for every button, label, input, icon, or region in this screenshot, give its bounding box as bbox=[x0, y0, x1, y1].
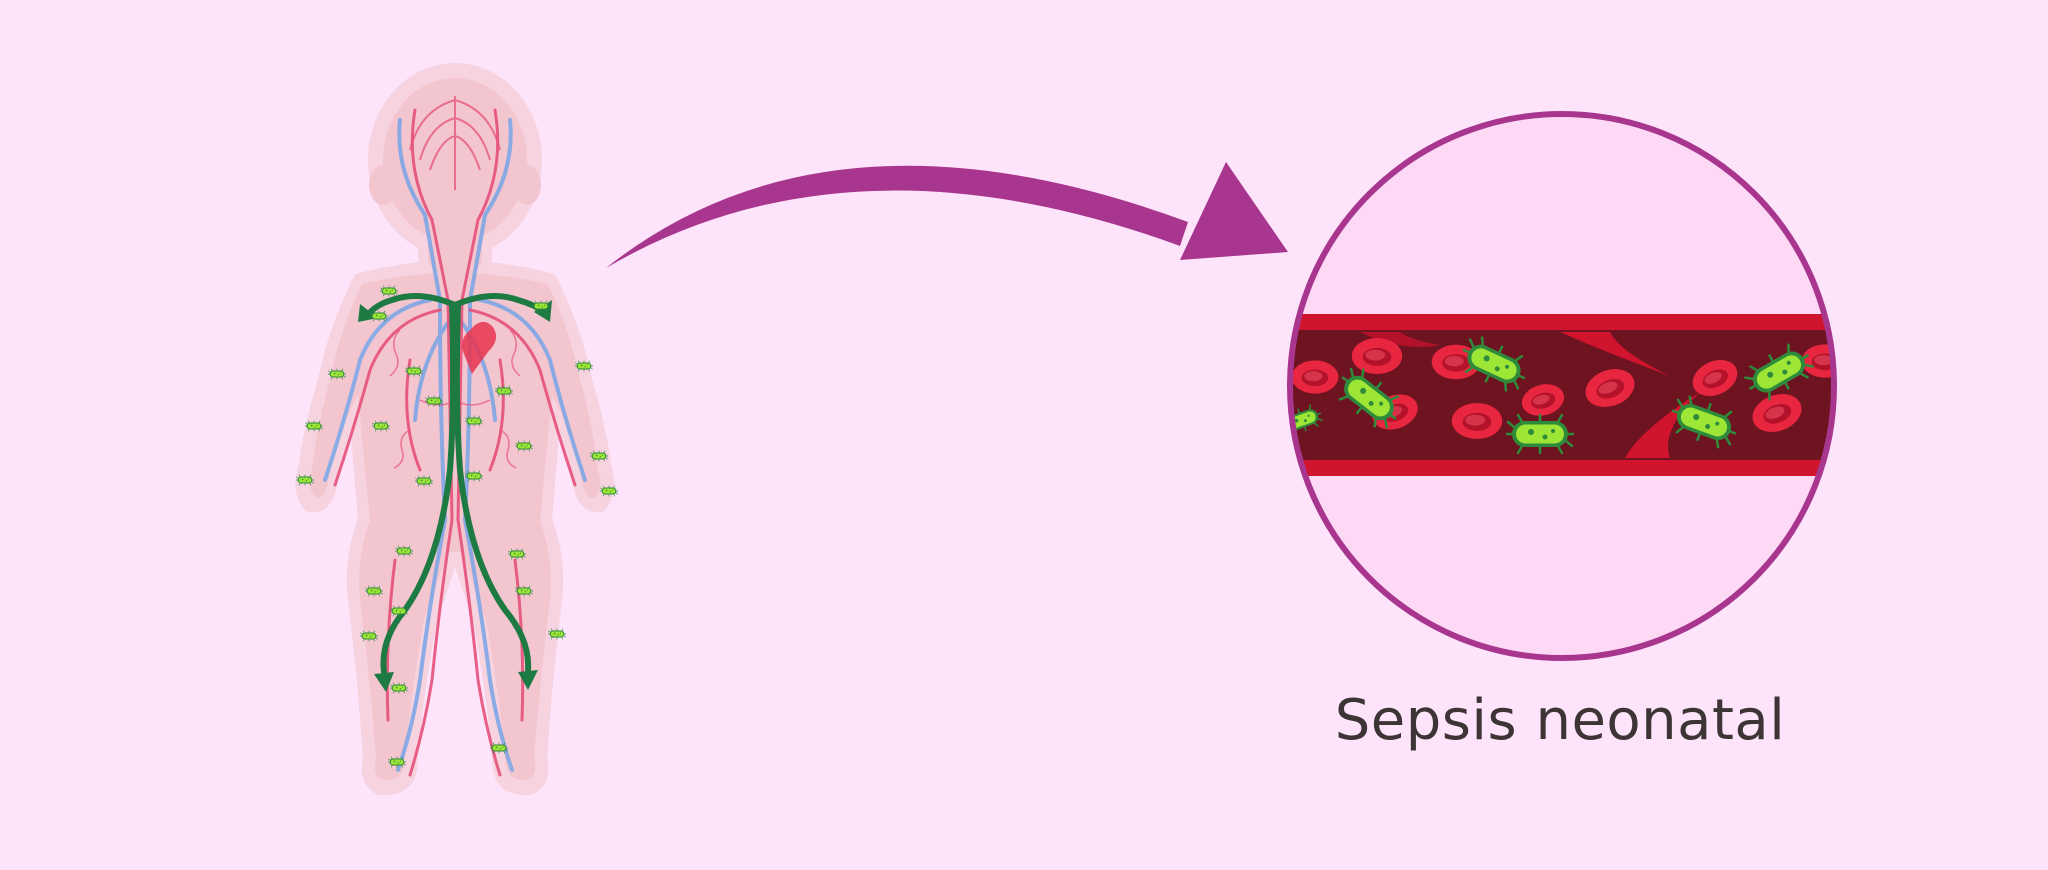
curved-arrow-icon bbox=[606, 162, 1288, 268]
infant-body-icon bbox=[295, 63, 618, 796]
diagram-caption: Sepsis neonatal bbox=[1334, 688, 1786, 753]
zoom-lens-icon bbox=[1287, 111, 1837, 661]
blood-vessel bbox=[1290, 314, 1834, 476]
